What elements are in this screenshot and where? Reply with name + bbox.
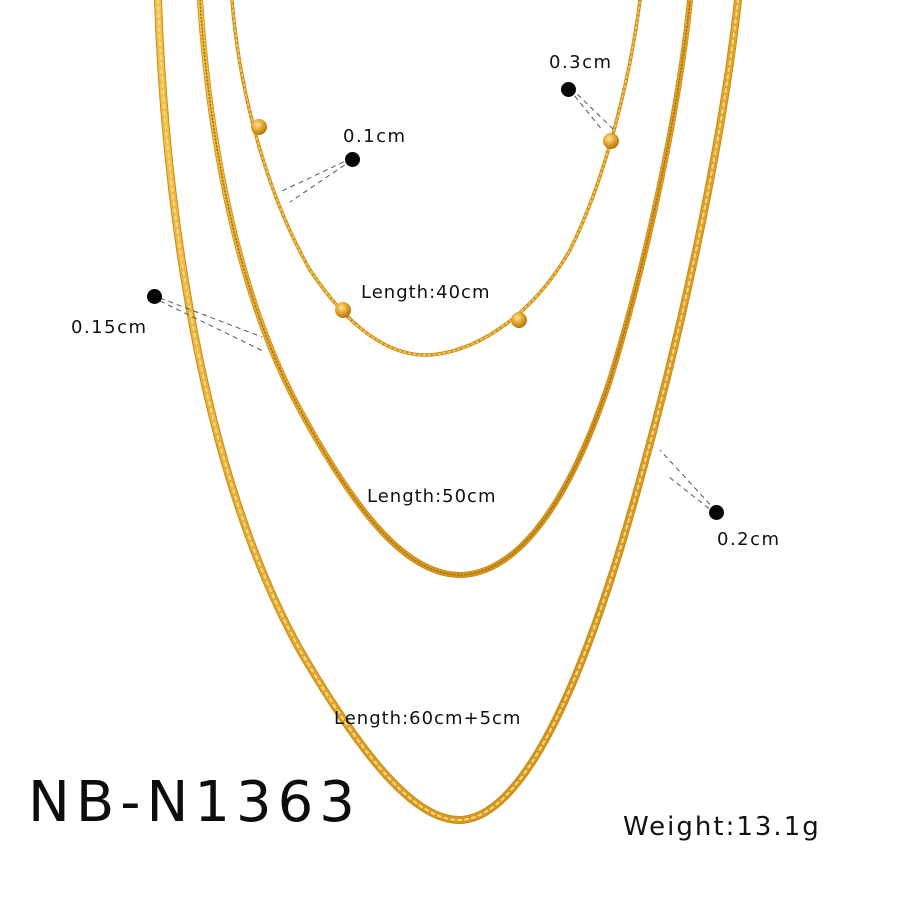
beaded-chain bbox=[230, 0, 642, 357]
chain-1-length-label: Length:40cm bbox=[361, 282, 491, 303]
bead bbox=[511, 312, 527, 328]
bead bbox=[335, 302, 351, 318]
product-sku: NB-N1363 bbox=[28, 770, 361, 835]
chain-1-width-label: 0.1cm bbox=[343, 126, 407, 147]
chain-2-length-label: Length:50cm bbox=[367, 486, 497, 507]
snake-chain bbox=[197, 0, 693, 579]
width-marker-dot bbox=[709, 505, 724, 520]
width-marker-dot bbox=[345, 152, 360, 167]
chain-3-width-label: 0.2cm bbox=[717, 529, 781, 550]
chain-2-width-label: 0.15cm bbox=[71, 317, 148, 338]
chain-3-length-label: Length:60cm+5cm bbox=[334, 708, 522, 729]
bead bbox=[251, 119, 267, 135]
bead-size-label: 0.3cm bbox=[549, 52, 613, 73]
flat-chain bbox=[154, 0, 742, 825]
bead-marker-dot bbox=[561, 82, 576, 97]
width-marker-dot bbox=[147, 289, 162, 304]
bead bbox=[603, 133, 619, 149]
product-weight: Weight:13.1g bbox=[623, 812, 821, 842]
dimension-leaders bbox=[159, 87, 717, 515]
